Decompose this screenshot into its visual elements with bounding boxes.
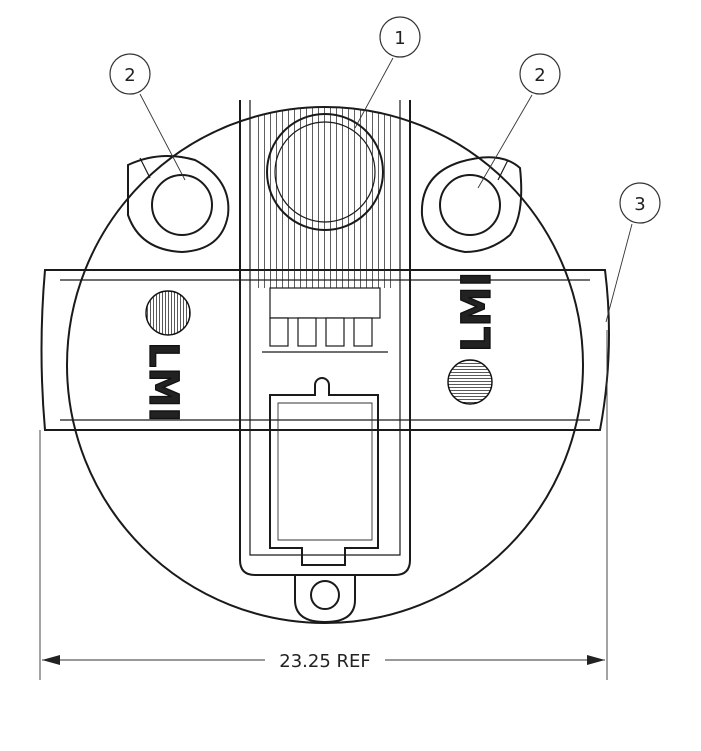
bottom-tab — [294, 575, 356, 624]
dimension-ref: 23.25 REF — [39, 330, 608, 680]
callout-1: 1 — [354, 16, 421, 129]
logo-left: LMI — [139, 290, 191, 423]
callout-3-label: 3 — [634, 194, 645, 215]
callout-3: 3 — [605, 182, 661, 323]
callout-1-label: 1 — [394, 28, 405, 49]
callout-2-right: 2 — [477, 53, 561, 189]
hatch-dot-right — [447, 359, 493, 405]
strap-band — [40, 269, 610, 431]
callout-2-left: 2 — [109, 53, 186, 181]
dimension-label: 23.25 REF — [279, 651, 371, 672]
callout-2-right-label: 2 — [534, 65, 545, 86]
lmi-logo-text-right: LMI — [454, 272, 500, 352]
hatch-dot-left — [145, 290, 191, 336]
logo-right: LMI — [447, 271, 501, 405]
mount-lug-left — [127, 155, 230, 254]
callout-2-left-label: 2 — [124, 65, 135, 86]
center-hole — [266, 113, 384, 231]
center-channel — [239, 100, 411, 576]
mount-lug-right — [420, 156, 523, 254]
lmi-logo-text-left: LMI — [140, 342, 186, 422]
